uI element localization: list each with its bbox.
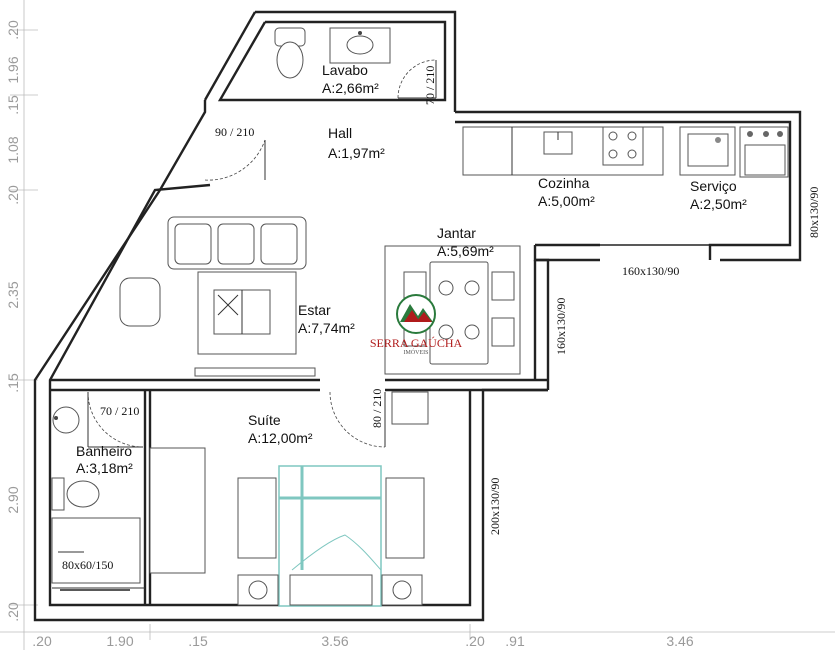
living-furniture [119,216,316,377]
window-banheiro-label: 80x60/150 [62,558,113,572]
window-markers [60,165,801,595]
door-banheiro-label: 70 / 210 [100,404,139,418]
door-suite-label: 80 / 210 [370,389,384,428]
window-labels: 80x130/90 160x130/90 160x130/90 200x130/… [62,187,821,572]
room-banheiro-name: Banheiro [76,443,132,459]
window-cozinha-label: 160x130/90 [622,264,679,278]
room-suite-area: A:12,00m² [248,430,313,446]
window-jantar-label: 160x130/90 [554,298,568,355]
dim-left-1: 1.96 [5,56,21,83]
door-hall-label: 90 / 210 [215,125,254,139]
room-suite-name: Suíte [248,412,281,428]
dim-bottom-6: 3.46 [666,633,693,649]
room-cozinha-name: Cozinha [538,175,590,191]
logo-sub: IMÓVEIS [404,348,429,356]
bathroom-fixtures [51,391,145,589]
dim-left-3: 1.08 [5,136,21,163]
hall-door [204,139,266,181]
room-cozinha-area: A:5,00m² [538,193,595,209]
suite-furniture [149,391,429,607]
serra-gaucha-logo: SERRA GAÚCHA IMÓVEIS [370,294,463,356]
dim-left-6: .15 [5,373,21,393]
dim-bottom-3: 3.56 [321,633,348,649]
window-suite-label: 200x130/90 [488,478,502,535]
dim-left-2: .15 [5,95,21,115]
door-labels: 70 / 210 90 / 210 70 / 210 80 / 210 [100,66,437,428]
dim-bottom-4: .20 [465,633,485,649]
dim-left-8: .20 [5,602,21,622]
room-jantar-area: A:5,69m² [437,243,494,259]
room-estar-area: A:7,74m² [298,320,355,336]
left-dimensions: .20 1.96 .15 1.08 .20 2.35 .15 2.90 .20 [5,20,21,622]
door-lavabo-label: 70 / 210 [423,66,437,105]
dim-left-5: 2.35 [5,281,21,308]
lavabo-fixtures [274,27,437,99]
kitchen-fixtures [462,126,789,178]
dim-left-0: .20 [5,20,21,40]
room-jantar-name: Jantar [437,225,476,241]
bottom-dimensions: .20 1.90 .15 3.56 .20 .91 3.46 [32,633,694,649]
room-lavabo-name: Lavabo [322,62,368,78]
dim-bottom-0: .20 [32,633,52,649]
dim-bottom-5: .91 [505,633,525,649]
room-labels: Lavabo A:2,66m² Hall A:1,97m² Cozinha A:… [76,62,747,476]
room-servico-area: A:2,50m² [690,196,747,212]
room-hall-area: A:1,97m² [328,145,385,161]
room-hall-name: Hall [328,125,352,141]
room-estar-name: Estar [298,302,331,318]
room-servico-name: Serviço [690,178,737,194]
window-servico-label: 80x130/90 [807,187,821,238]
room-banheiro-area: A:3,18m² [76,460,133,476]
logo-name: SERRA GAÚCHA [370,336,463,350]
dim-left-7: 2.90 [5,486,21,513]
room-lavabo-area: A:2,66m² [322,80,379,96]
dim-left-4: .20 [5,185,21,205]
dim-bottom-1: 1.90 [106,633,133,649]
dim-bottom-2: .15 [188,633,208,649]
